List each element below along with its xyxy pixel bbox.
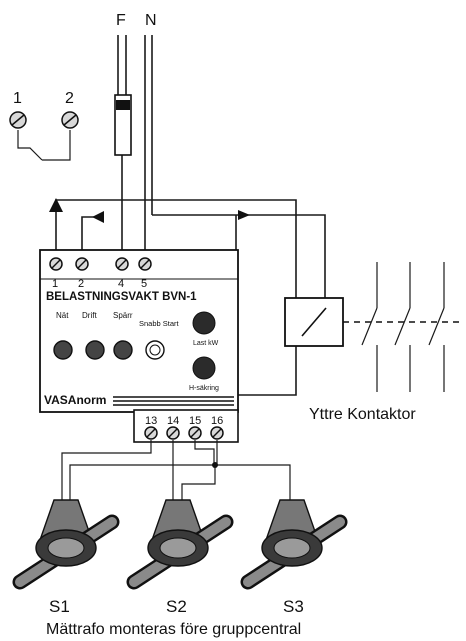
terminal-13-label: 13 xyxy=(145,415,157,427)
main-contact-2 xyxy=(394,262,411,392)
neutral-label: N xyxy=(145,12,157,29)
h-sakring-indicator xyxy=(192,356,216,380)
sensor-wiring xyxy=(61,440,291,500)
terminal-4 xyxy=(115,257,129,271)
indicator-snabbstart-label: Snabb Start xyxy=(139,319,180,328)
nat-indicator-lamp xyxy=(53,340,73,360)
terminal-1-label: 1 xyxy=(52,278,58,290)
sensor-s1-label: S1 xyxy=(49,597,70,616)
terminal-15-label: 15 xyxy=(189,415,201,427)
drift-indicator-lamp xyxy=(85,340,105,360)
terminal-15 xyxy=(188,426,202,440)
terminal-14-label: 14 xyxy=(167,415,179,427)
main-contact-1 xyxy=(361,262,378,392)
fuse xyxy=(114,94,132,156)
brand-logo: VASAnorm xyxy=(44,393,106,407)
sensor-s3-label: S3 xyxy=(283,597,304,616)
remote-terminal-1-label: 1 xyxy=(13,90,22,107)
sensor-s2-label: S2 xyxy=(166,597,187,616)
current-transformer-s1 xyxy=(12,499,120,590)
h-sakring-label: H-säkring xyxy=(189,385,219,392)
caption: Mättrafo monteras före gruppcentral xyxy=(46,621,301,638)
terminal-16 xyxy=(210,426,224,440)
last-kw-indicator xyxy=(192,311,216,335)
current-transformer-s2 xyxy=(126,499,234,590)
external-contactor xyxy=(284,262,460,392)
terminal-16-label: 16 xyxy=(211,415,223,427)
brand-stripes xyxy=(113,396,234,406)
arrow-left-icon xyxy=(92,211,104,223)
remote-terminal-2-label: 2 xyxy=(65,90,74,107)
terminal-5 xyxy=(138,257,152,271)
current-transformer-s3 xyxy=(240,499,348,590)
phase-label: F xyxy=(116,12,126,29)
main-contact-3 xyxy=(428,262,445,392)
terminal-5-label: 5 xyxy=(141,278,147,290)
terminal-14 xyxy=(166,426,180,440)
coil-return-wire xyxy=(235,345,297,396)
remote-terminal-1 xyxy=(9,111,27,129)
indicator-drift-label: Drift xyxy=(82,311,97,320)
coil-feed-wire xyxy=(152,214,326,300)
contactor-label: Yttre Kontaktor xyxy=(309,406,416,423)
indicator-sparr-label: Spärr xyxy=(113,311,133,320)
device-top-terminals xyxy=(49,257,152,271)
sparr-indicator-lamp xyxy=(113,340,133,360)
snabb-start-button[interactable] xyxy=(145,340,165,360)
remote-link-wire xyxy=(17,130,71,161)
terminal-2-label: 2 xyxy=(78,278,84,290)
terminal-13 xyxy=(144,426,158,440)
device-title: BELASTNINGSVAKT BVN-1 xyxy=(46,291,197,303)
device-bottom-terminals xyxy=(144,426,224,440)
arrow-up-icon xyxy=(49,198,63,212)
indicator-nat-label: Nät xyxy=(56,311,69,320)
terminal-4-label: 4 xyxy=(118,278,124,290)
remote-terminal-2 xyxy=(61,111,79,129)
arrow-right-icon xyxy=(238,210,250,220)
control-wire-1 xyxy=(55,199,297,300)
phase-wire xyxy=(117,35,127,262)
neutral-wire xyxy=(144,35,153,262)
last-kw-label: Last kW xyxy=(193,340,219,347)
terminal-2 xyxy=(75,257,89,271)
terminal-1 xyxy=(49,257,63,271)
